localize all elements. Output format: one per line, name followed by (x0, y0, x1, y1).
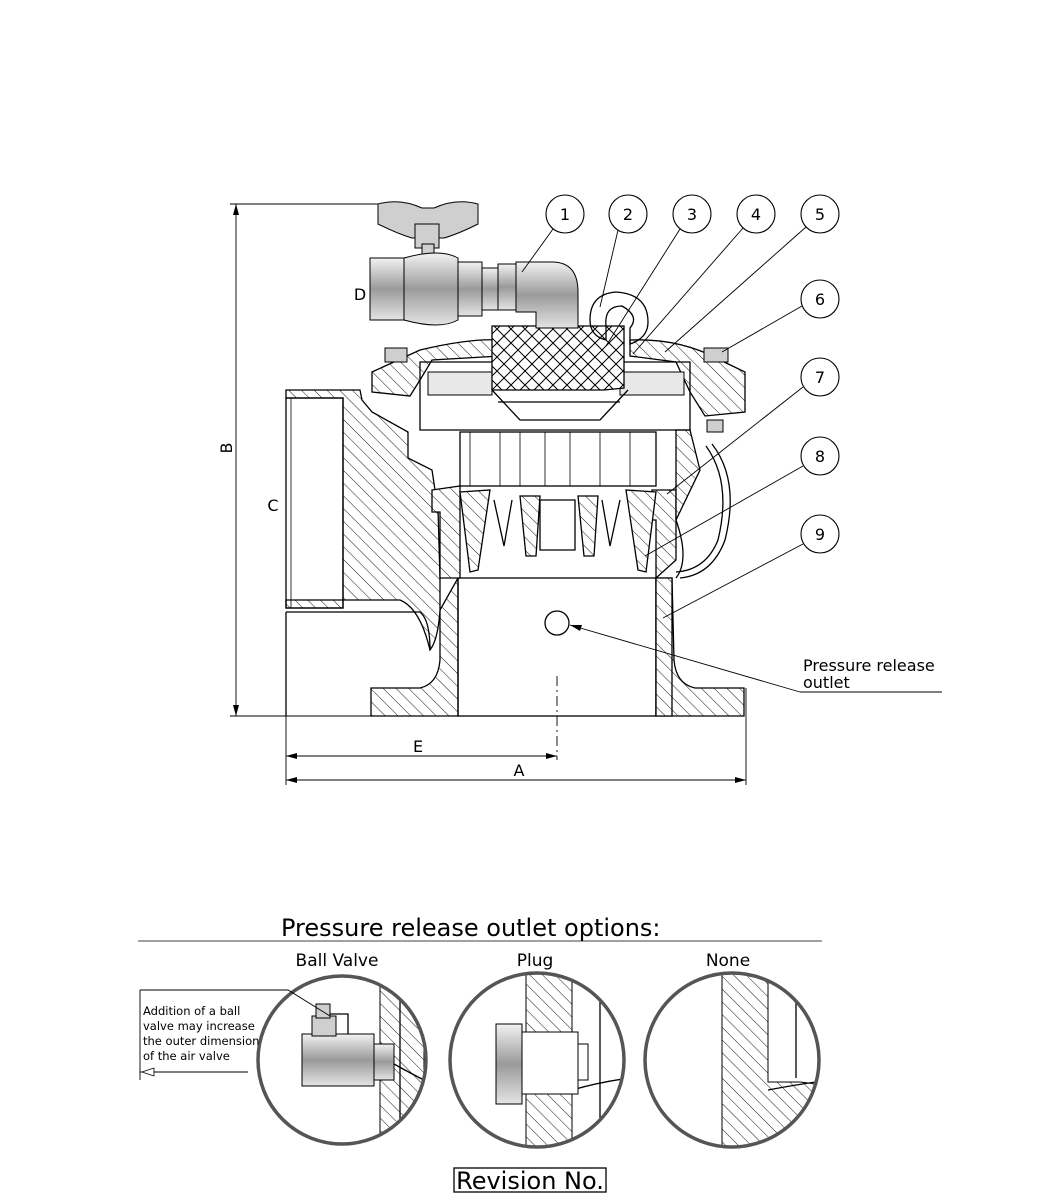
callout-6: 6 (815, 290, 825, 309)
revision-box: Revision No. (453, 1167, 607, 1195)
outlet-options-section: Pressure release outlet options: Ball Va… (138, 914, 822, 1149)
dimension-label-b: B (217, 443, 236, 454)
valve-body-section (285, 389, 745, 760)
dimension-label-a: A (514, 761, 525, 780)
callout-markers: 1 2 3 4 5 6 7 8 9 (521, 194, 840, 619)
dimension-label-c: C (267, 496, 278, 515)
pressure-release-annotation: Pressure release outlet (569, 624, 942, 693)
callout-8: 8 (815, 447, 825, 466)
callout-1: 1 (560, 205, 570, 224)
callout-2: 2 (623, 205, 633, 224)
none-detail (643, 971, 821, 1149)
callout-9: 9 (815, 525, 825, 544)
ball-valve-note-line4: of the air valve (143, 1049, 230, 1063)
dimension-lines: B A E C D (217, 203, 747, 785)
revision-label: Revision No. (456, 1167, 604, 1195)
option-label-ball-valve: Ball Valve (296, 951, 379, 971)
ball-valve-top (369, 201, 649, 345)
ball-valve-note-line1: Addition of a ball (143, 1004, 240, 1018)
option-label-plug: Plug (517, 951, 554, 971)
dimension-label-e: E (413, 737, 423, 756)
callout-4: 4 (751, 205, 761, 224)
outlet-label-line1: Pressure release (803, 656, 935, 675)
callout-5: 5 (815, 205, 825, 224)
option-label-none: None (706, 951, 750, 971)
ball-valve-note-line3: the outer dimension (143, 1034, 259, 1048)
outlet-label-line2: outlet (803, 673, 850, 692)
callout-7: 7 (815, 368, 825, 387)
options-title: Pressure release outlet options: (281, 914, 661, 942)
dimension-label-d: D (354, 285, 366, 304)
plug-detail (448, 971, 626, 1149)
callout-3: 3 (687, 205, 697, 224)
internal-float-assembly (371, 325, 746, 579)
ball-valve-note-line2: valve may increase (143, 1019, 255, 1033)
ball-valve-detail: Addition of a ball valve may increase th… (139, 974, 428, 1146)
